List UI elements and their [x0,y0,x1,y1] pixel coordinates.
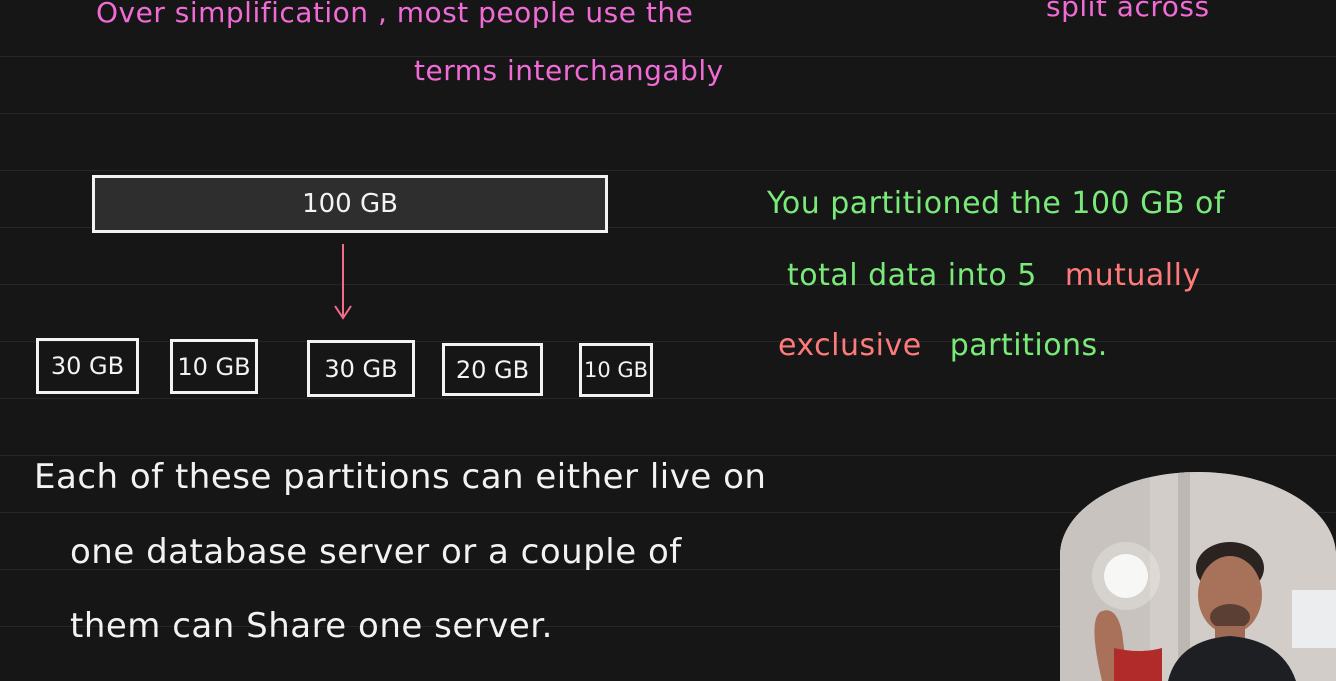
note-line-2: total data into 5 mutually [787,258,1201,293]
top-left-annotation-line-2: terms interchangably [414,54,724,87]
down-arrow-icon [334,244,352,320]
total-data-label: 100 GB [302,189,398,219]
top-left-annotation-line-1: Over simplification , most people use th… [96,0,694,29]
partition-box-5: 10 GB [579,343,653,397]
body-text-line-3: them can Share one server. [70,606,553,646]
partition-label-3: 30 GB [324,354,398,383]
partition-box-3: 30 GB [307,340,415,397]
body-text-line-1: Each of these partitions can either live… [34,457,767,497]
note-line-2-part-b: mutually [1064,258,1201,293]
note-line-1: You partitioned the 100 GB of [767,186,1225,221]
partition-label-5: 10 GB [583,358,649,382]
partition-box-2: 10 GB [170,339,258,394]
note-line-2-part-a: total data into 5 [787,258,1037,293]
partition-box-1: 30 GB [36,338,139,394]
note-line-3: exclusive partitions. [778,328,1108,363]
partition-box-4: 20 GB [442,343,543,396]
body-text-line-2: one database server or a couple of [70,532,682,572]
partition-label-2: 10 GB [177,352,251,381]
note-line-3-part-b: partitions. [949,328,1108,363]
presenter-image [1060,472,1336,681]
top-right-annotation-partial: split across [1046,0,1210,23]
partition-label-4: 20 GB [455,355,530,384]
note-line-3-part-a: exclusive [778,328,922,363]
total-data-box: 100 GB [92,175,608,233]
presenter-webcam-overlay [1060,472,1336,681]
partition-label-1: 30 GB [50,352,125,380]
